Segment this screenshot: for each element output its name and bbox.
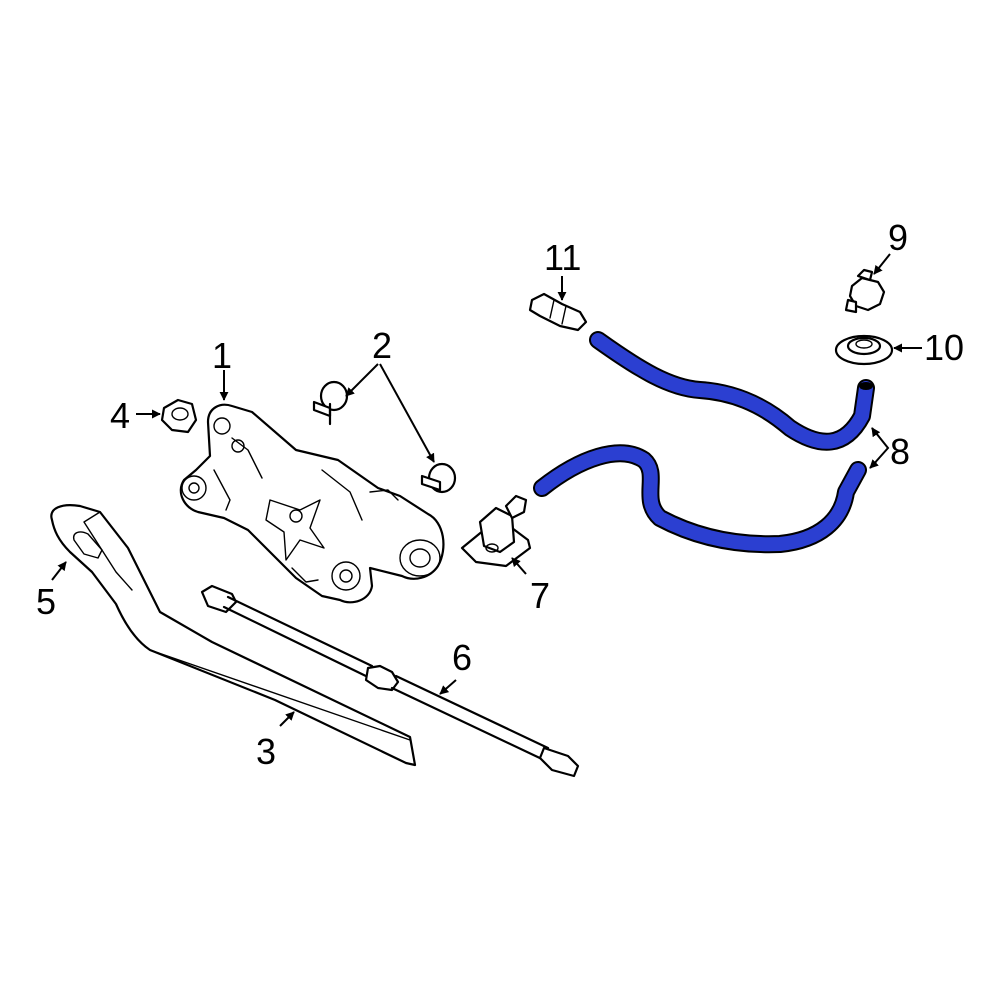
wiper-blade[interactable] — [200, 584, 580, 778]
wiper-arm[interactable] — [50, 504, 417, 767]
callout-9: 9 — [888, 217, 908, 258]
leader-2b — [379, 363, 435, 463]
washer-hose-lower[interactable] — [533, 444, 867, 554]
leader-8 — [871, 427, 890, 467]
grommet[interactable] — [834, 334, 894, 366]
leader-9 — [873, 253, 891, 275]
callout-labels: 1 2 3 4 5 6 7 8 9 10 11 — [36, 217, 964, 772]
check-valve[interactable] — [844, 268, 886, 314]
callout-4: 4 — [110, 395, 130, 436]
washer-hose-upper[interactable] — [589, 331, 875, 451]
leader-6 — [439, 679, 457, 695]
callout-7: 7 — [530, 575, 550, 616]
leader-2a — [345, 363, 379, 397]
bolt-lower[interactable] — [420, 462, 457, 494]
callout-2: 2 — [372, 325, 392, 366]
callout-10: 10 — [924, 327, 964, 368]
callout-11: 11 — [544, 237, 581, 278]
hose-connector[interactable] — [528, 292, 588, 332]
callout-1: 1 — [212, 335, 232, 376]
wiper-motor[interactable] — [179, 403, 445, 604]
callout-5: 5 — [36, 581, 56, 622]
leader-5 — [51, 561, 67, 581]
bolt-upper[interactable] — [312, 380, 349, 426]
leader-3 — [279, 711, 295, 727]
nut[interactable] — [160, 398, 198, 434]
washer-nozzle[interactable] — [460, 494, 532, 568]
callout-6: 6 — [452, 637, 472, 678]
callout-8: 8 — [890, 431, 910, 472]
leader-7 — [511, 557, 527, 575]
callout-3: 3 — [256, 731, 276, 772]
leader-lines — [51, 253, 922, 727]
